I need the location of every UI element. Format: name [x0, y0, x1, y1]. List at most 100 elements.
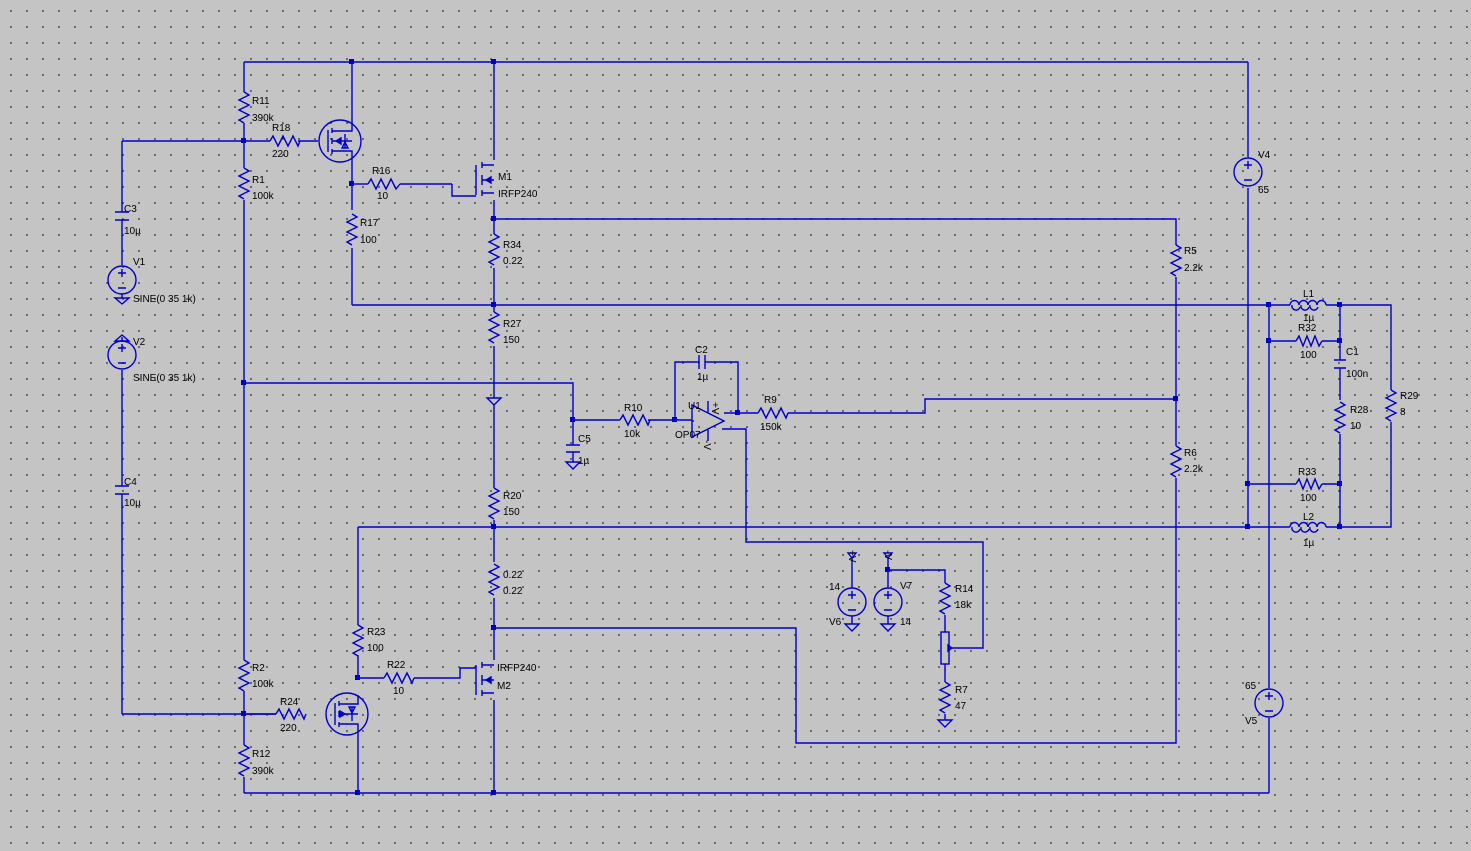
value-V2: SINE(0 35 1k)	[133, 373, 196, 384]
capacitor-C4	[115, 485, 129, 495]
label-R33: R33	[1298, 467, 1317, 478]
label-R22: R22	[387, 660, 406, 671]
value-R28: 10	[1350, 421, 1362, 432]
value-R29: 8	[1400, 407, 1406, 418]
value-R23: 100	[367, 643, 384, 654]
label-R34: R34	[503, 240, 522, 251]
resistor-R1	[237, 167, 251, 200]
inductors	[1289, 299, 1327, 533]
capacitor-C2	[698, 355, 706, 369]
resistor-R27	[487, 311, 501, 344]
resistor-R11	[237, 91, 251, 124]
value-R27: 150	[503, 335, 520, 346]
potentiometer	[940, 631, 954, 665]
source-V2	[107, 334, 137, 370]
label-C4: C4	[124, 477, 137, 488]
value-R24: 220	[280, 723, 297, 734]
source-V7	[873, 587, 903, 617]
value-V4: 65	[1258, 185, 1270, 196]
resistor-R17	[345, 213, 359, 246]
mosfet-driver-bottom	[325, 692, 369, 740]
component-labels: R11 390k R18 220 R1 100k R16 10 R17 100 …	[124, 96, 1419, 777]
ground-icon	[843, 623, 861, 632]
resistors	[237, 91, 1398, 777]
resistor-R10	[619, 413, 651, 427]
mosfet-M2	[470, 662, 494, 696]
capacitor-C1	[1334, 359, 1346, 369]
label-R28: R28	[1350, 405, 1369, 416]
value-R18: 220	[272, 149, 289, 160]
label-R2: R2	[252, 663, 265, 674]
capacitor-C3	[115, 211, 129, 221]
label-R1: R1	[252, 175, 265, 186]
label-V7: V7	[900, 581, 913, 592]
resistor-R2	[237, 659, 251, 692]
resistor-R18	[269, 134, 301, 148]
label-R5: R5	[1184, 246, 1197, 257]
value-V7: 14	[900, 617, 912, 628]
sources	[107, 157, 1284, 718]
value-R12: 390k	[252, 766, 275, 777]
net-flag-minus: -V	[882, 550, 893, 560]
source-V6	[837, 587, 867, 617]
value-R7: 47	[955, 701, 967, 712]
resistor-R22	[383, 671, 415, 685]
resistor-R12	[237, 744, 251, 777]
value-R16: 10	[377, 191, 389, 202]
resistor-R022	[487, 563, 501, 596]
label-C5: C5	[578, 434, 591, 445]
value-C2: 1µ	[697, 372, 709, 383]
label-R022: 0.22	[503, 570, 523, 581]
label-R14: R14	[955, 584, 974, 595]
value-M2: IRFP240	[497, 663, 537, 674]
value-V1: SINE(0 35 1k)	[133, 294, 196, 305]
value-C3: 10µ	[124, 226, 141, 237]
label-R17: R17	[360, 218, 379, 229]
label-V6: V6	[829, 617, 842, 628]
resistor-R28	[1333, 401, 1347, 434]
value-R2: 100k	[252, 679, 275, 690]
value-U1: OP07	[675, 430, 701, 441]
label-R12: R12	[252, 749, 271, 760]
value-R9: 150k	[760, 422, 783, 433]
opamp-plus-supply: +V	[709, 402, 720, 415]
label-R6: R6	[1184, 448, 1197, 459]
label-M1: M1	[498, 172, 512, 183]
value-R11: 390k	[252, 113, 275, 124]
ground-icon	[485, 397, 503, 406]
value-R34: 0.22	[503, 256, 523, 267]
label-R29: R29	[1400, 391, 1419, 402]
label-R23: R23	[367, 627, 386, 638]
source-V1	[107, 265, 137, 305]
label-C1: C1	[1346, 347, 1359, 358]
ground-icon	[879, 623, 897, 632]
resistor-R29	[1384, 389, 1398, 422]
inductor-L1	[1289, 299, 1327, 311]
resistor-R5	[1169, 244, 1183, 277]
value-R20: 150	[503, 507, 520, 518]
value-M1: IRFP240	[498, 189, 538, 200]
label-R24: R24	[280, 697, 299, 708]
value-C1: 100n	[1346, 369, 1368, 380]
grounds	[485, 397, 954, 728]
value-V6: 14	[829, 582, 841, 593]
value-R17: 100	[360, 235, 377, 246]
resistor-R32	[1295, 334, 1323, 348]
label-R27: R27	[503, 319, 522, 330]
source-V4	[1233, 157, 1263, 187]
opamp-minus-supply: -V	[701, 440, 712, 450]
label-V1: V1	[133, 257, 146, 268]
value-L2: 1µ	[1303, 538, 1315, 549]
resistor-R24	[275, 707, 307, 721]
value-R32: 100	[1300, 350, 1317, 361]
resistor-R23	[351, 624, 365, 657]
label-U1: U1	[688, 401, 701, 412]
label-L1: L1	[1303, 289, 1315, 300]
label-R7: R7	[955, 685, 968, 696]
junctions	[241, 59, 1342, 795]
value-C4: 10µ	[124, 498, 141, 509]
mosfet-driver-top	[318, 119, 362, 163]
resistor-R9	[757, 406, 789, 420]
resistor-R6	[1169, 445, 1183, 478]
